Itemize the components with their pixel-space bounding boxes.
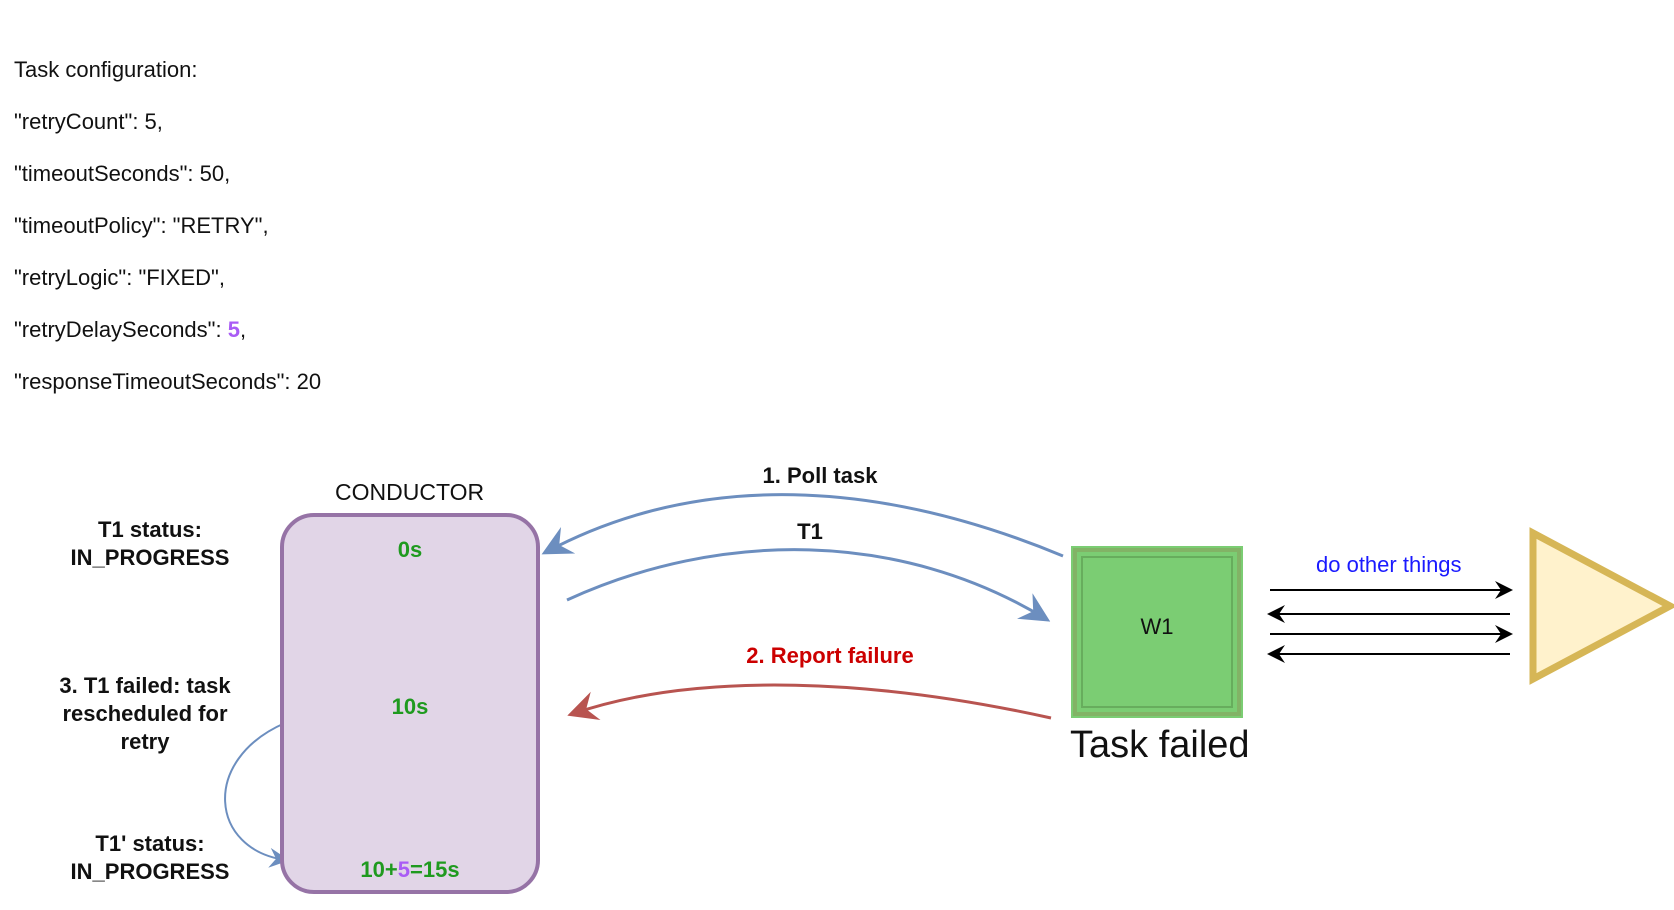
config-line: "retryCount": 5, xyxy=(14,109,163,134)
retry-delay-highlight: 5 xyxy=(227,317,240,342)
triangle-shape xyxy=(1529,527,1674,685)
t1-arrow xyxy=(566,548,1051,622)
time-15s: 10+5=15s xyxy=(360,857,460,882)
report-failure-arrow xyxy=(567,683,1052,721)
config-line: "timeoutPolicy": "RETRY", xyxy=(14,213,269,238)
t1-status-label: T1 status: IN_PROGRESS xyxy=(70,517,230,570)
poll-task-label: 1. Poll task xyxy=(762,463,878,488)
time-10s: 10s xyxy=(391,694,429,719)
poll-task-arrow xyxy=(541,493,1064,558)
task-failed-caption: Task failed xyxy=(1070,724,1250,766)
time-0s: 0s xyxy=(397,537,423,562)
config-heading: Task configuration: xyxy=(14,57,198,82)
config-line: "responseTimeoutSeconds": 20 xyxy=(14,369,322,394)
t1-prime-status-label: T1' status: IN_PROGRESS xyxy=(70,831,230,884)
config-line: "retryDelaySeconds": 5, xyxy=(14,317,247,342)
t1-label: T1 xyxy=(797,519,823,544)
worker-w1-box: W1 xyxy=(1071,546,1243,718)
do-other-things-label: do other things xyxy=(1316,552,1462,577)
conductor-box xyxy=(280,513,540,894)
task-configuration: Task configuration: "retryCount": 5, "ti… xyxy=(14,44,321,408)
worker-w1-label: W1 xyxy=(1140,614,1174,639)
report-failure-label: 2. Report failure xyxy=(746,643,914,668)
conductor-title: CONDUCTOR xyxy=(335,479,485,505)
config-line: "timeoutSeconds": 50, xyxy=(14,161,231,186)
retry-loop-arrow xyxy=(224,722,290,868)
config-line: "retryLogic": "FIXED", xyxy=(14,265,225,290)
t1-failed-label: 3. T1 failed: task rescheduled for retry xyxy=(59,673,231,754)
